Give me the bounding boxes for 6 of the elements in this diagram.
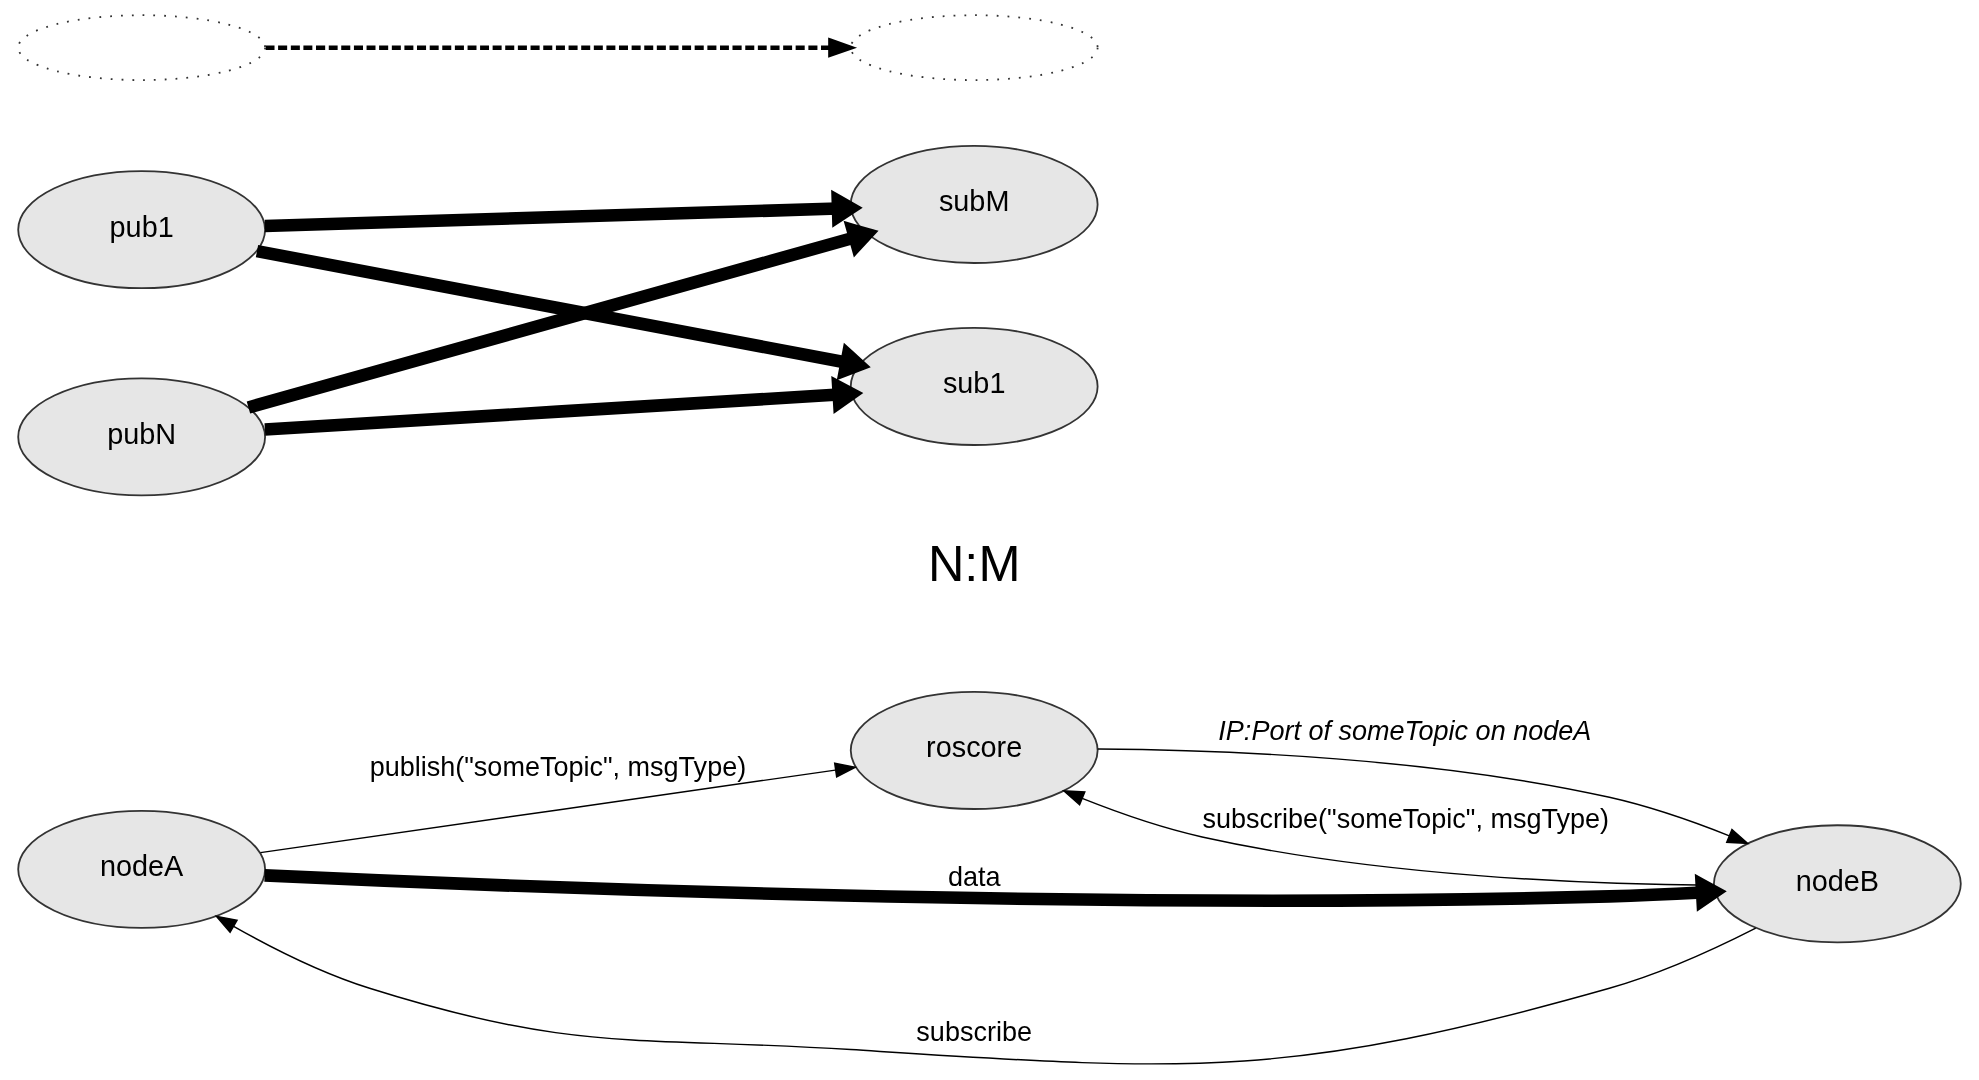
edge-label: publish("someTopic", msgType) — [369, 751, 747, 782]
edge-label: data — [947, 861, 1001, 892]
edge-label: subscribe — [916, 1016, 1032, 1047]
edge-label: subscribe("someTopic", msgType) — [1202, 803, 1610, 834]
edge-label: IP:Port of someTopic on nodeA — [1218, 715, 1592, 746]
label: N:M — [927, 534, 1021, 592]
